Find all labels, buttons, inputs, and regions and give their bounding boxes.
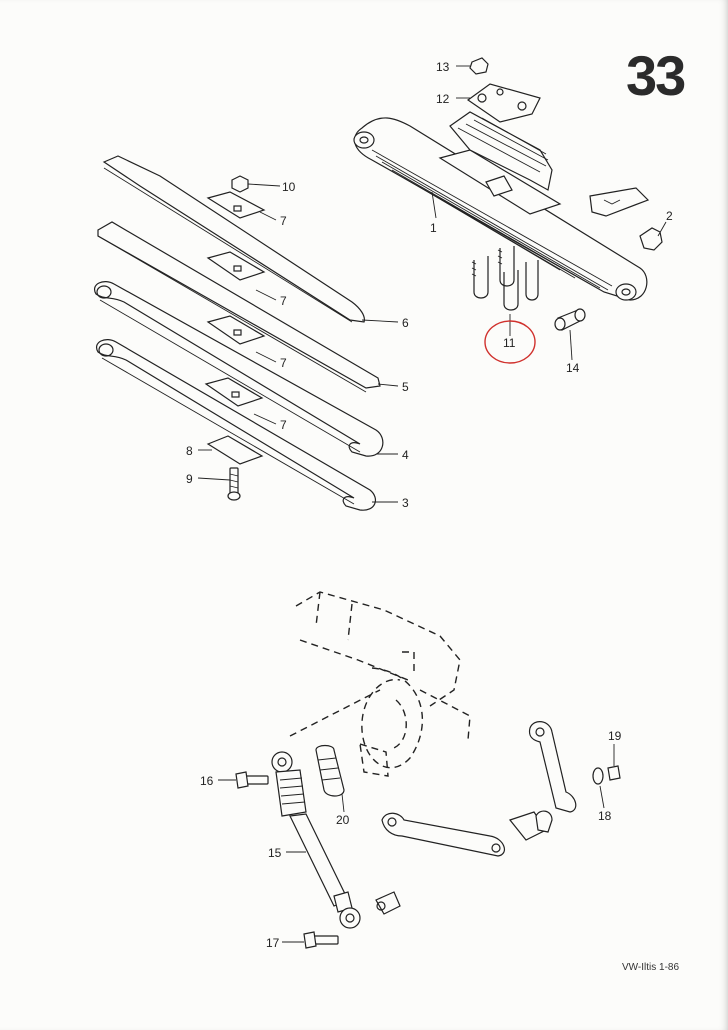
callout-5: 5	[402, 380, 409, 394]
callout-1: 1	[430, 221, 437, 235]
axle-frame-dashed	[289, 591, 471, 777]
bolt-9	[227, 467, 241, 501]
callout-7-d: 7	[280, 418, 287, 432]
callout-7-c: 7	[280, 356, 287, 370]
callout-12: 12	[436, 92, 450, 106]
u-bolts	[471, 246, 539, 311]
bushing-14	[554, 308, 586, 331]
rubber-buffer-2	[639, 227, 663, 251]
spacer-plates-7	[204, 191, 266, 407]
clamp-plate	[466, 83, 541, 123]
callout-10: 10	[282, 180, 296, 194]
callout-labels: 1 2 3 4 5 6 7 7 7 7 8 9 10 11 12 13 14 1…	[186, 60, 673, 950]
bolt-16	[235, 771, 269, 789]
callout-11: 11	[503, 336, 516, 350]
callout-7-a: 7	[280, 214, 287, 228]
callout-18: 18	[598, 809, 612, 823]
rubber-bush	[375, 891, 401, 915]
callout-17: 17	[266, 936, 280, 950]
leaf-4	[94, 281, 384, 457]
callout-4: 4	[402, 448, 409, 462]
callout-6: 6	[402, 316, 409, 330]
callout-13: 13	[436, 60, 450, 74]
callout-3: 3	[402, 496, 409, 510]
callout-8: 8	[186, 444, 193, 458]
page-number: 33	[626, 44, 686, 107]
callout-2: 2	[666, 209, 673, 223]
shock-absorber-15	[271, 751, 361, 929]
callout-leaders	[197, 65, 667, 943]
nut-13	[469, 57, 489, 75]
callout-19: 19	[608, 729, 622, 743]
leaf-spring-assembly	[353, 117, 648, 301]
bolt-17	[303, 931, 339, 949]
leaf-3	[96, 339, 377, 511]
leaf-6	[102, 155, 365, 323]
callout-14: 14	[566, 361, 580, 375]
bump-stop-20	[315, 744, 345, 797]
plate-8	[206, 435, 264, 465]
buffer-bracket	[589, 187, 650, 217]
callout-20: 20	[336, 813, 350, 827]
callout-9: 9	[186, 472, 193, 486]
spring-bracket	[449, 111, 553, 191]
trailing-link	[381, 812, 506, 857]
callout-7-b: 7	[280, 294, 287, 308]
highlight-circle	[484, 320, 536, 364]
leaf-5	[97, 221, 381, 393]
callout-16: 16	[200, 774, 214, 788]
footer-code: VW-Iltis 1-86	[622, 962, 680, 973]
callout-15: 15	[268, 846, 282, 860]
track-rod	[508, 721, 577, 841]
nut-10	[231, 175, 249, 193]
washer-18	[592, 767, 604, 785]
nut-19	[607, 765, 621, 781]
